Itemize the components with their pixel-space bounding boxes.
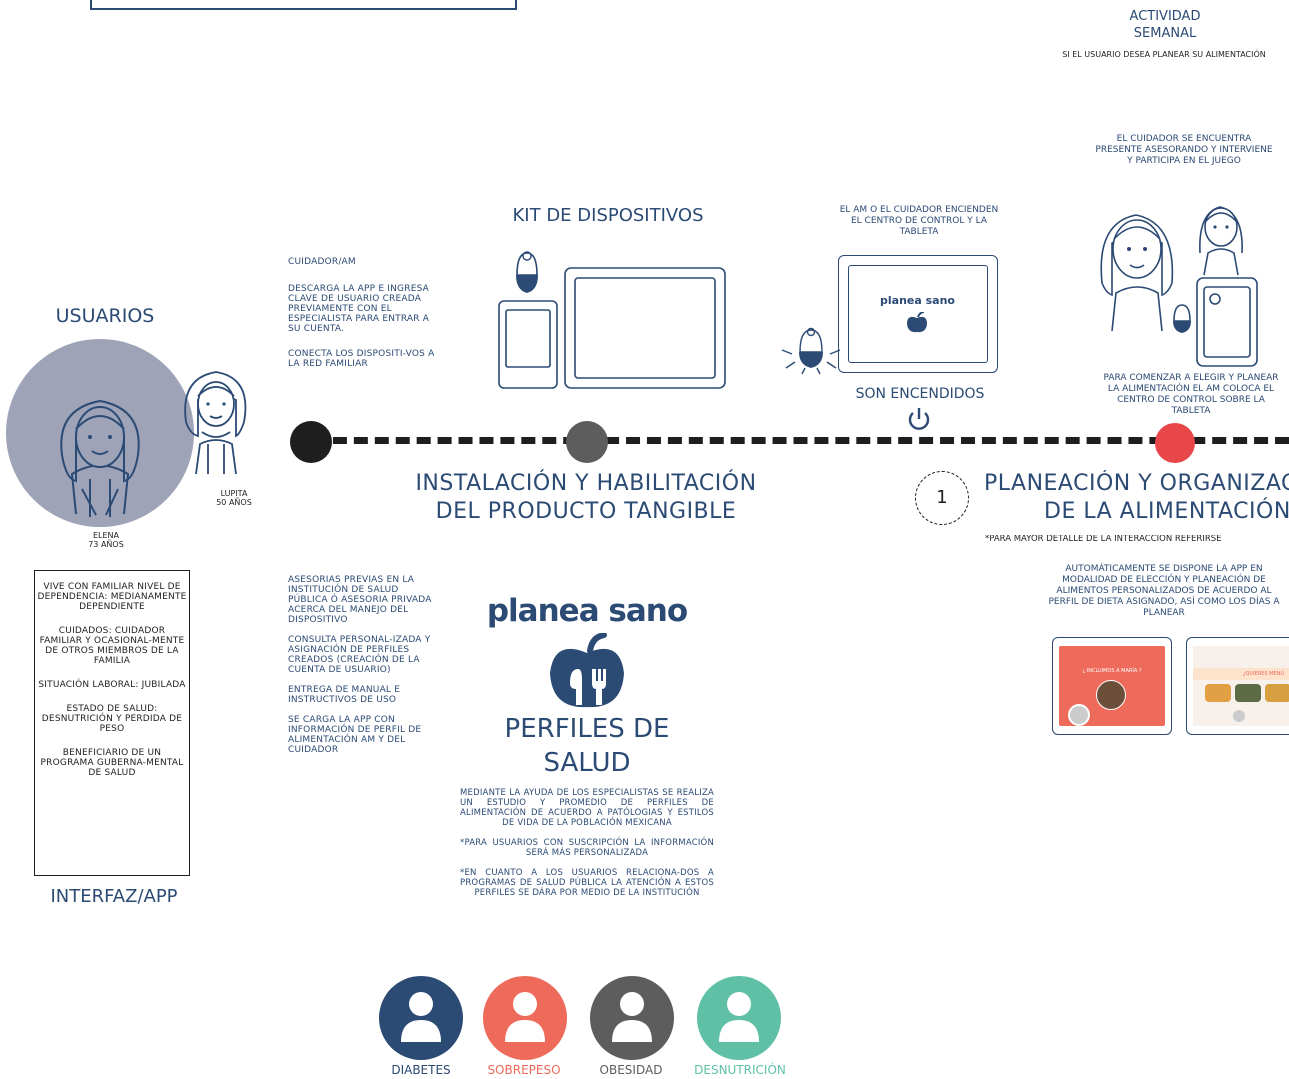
person-icon	[612, 992, 652, 1042]
perfiles-paragraph-2: *PARA USUARIOS CON SUSCRIPCIÓN LA INFORM…	[460, 838, 714, 858]
fase1-title-line1: INSTALACIÓN Y HABILITACIÓN	[415, 471, 757, 496]
fase2-title-line2: DE LA ALIMENTACIÓN	[1044, 499, 1289, 524]
profile-label-sobrepeso: SOBREPESO	[487, 1063, 561, 1077]
perfiles-title-line1: PERFILES DE	[504, 714, 670, 744]
fase2-number: 1	[936, 487, 948, 508]
encendido-caption: EL AM O EL CUIDADOR ENCIENDEN EL CENTRO …	[839, 205, 999, 237]
profile-item-laboral: SITUACIÓN LABORAL: JUBILADA	[38, 680, 186, 690]
asesorias-step-manual: ENTREGA DE MANUAL E INSTRUCTIVOS DE USO	[288, 685, 401, 705]
interfaz-label: INTERFAZ/APP	[50, 886, 178, 907]
asesorias-step-carga: SE CARGA LA APP CON INFORMACIÓN DE PERFI…	[288, 715, 422, 755]
fase2-title-line1: PLANEACIÓN Y ORGANIZACIÓN	[984, 471, 1289, 496]
profile-sobrepeso	[483, 976, 567, 1060]
app-screen-1-photo	[1096, 680, 1126, 710]
perfiles-paragraph-3: *EN CUANTO A LOS USUARIOS RELACIONA-DOS …	[460, 868, 714, 898]
control-center-icon	[781, 327, 841, 375]
app-screen-2-button[interactable]	[1233, 710, 1245, 722]
fase2-note: *PARA MAYOR DETALLE DE LA INTERACCIÓN RE…	[985, 535, 1222, 544]
timeline-dot-active	[1155, 423, 1195, 463]
control-tablet: planea sano	[838, 255, 998, 373]
tablet-brand: planea sano	[880, 294, 955, 307]
app-screen-2-food-2	[1235, 684, 1261, 702]
asesorias-steps: ASESORIAS PREVIAS EN LA INSTITUCIÓN DE S…	[288, 575, 438, 765]
profile-item-salud: ESTADO DE SALUD: DESNUTRICIÓN Y PERDIDA …	[41, 704, 183, 734]
profile-item-dependencia: VIVE CON FAMILIAR NIVEL DE DEPENDENCIA: …	[37, 582, 187, 612]
actividad-title-line2: SEMANAL	[1133, 26, 1197, 41]
fase1-title-line2: DEL PRODUCTO TANGIBLE	[435, 499, 737, 524]
timeline-dashed-line	[312, 437, 1289, 444]
fase2-number-badge: 1	[915, 471, 969, 525]
elena-label: ELENA 73 AÑOS	[70, 531, 142, 549]
elena-age: 73 AÑOS	[88, 540, 124, 549]
app-screen-1-text: ¿ INCLUIMOS A MARÍA ?	[1082, 668, 1142, 674]
user-profile-box: VIVE CON FAMILIAR NIVEL DE DEPENDENCIA: …	[34, 570, 190, 876]
app-screen-1-button[interactable]	[1068, 704, 1090, 726]
elena-figure-icon	[60, 399, 140, 517]
perfiles-title-line2: SALUD	[543, 748, 631, 778]
person-icon	[401, 992, 441, 1042]
profile-label-obesidad: OBESIDAD	[599, 1063, 663, 1077]
person-icon	[719, 992, 759, 1042]
elena-name: ELENA	[92, 531, 120, 540]
kit-devices	[495, 245, 735, 390]
son-encendidos-label: SON ENCENDIDOS	[855, 386, 985, 402]
actividad-title: ACTIVIDAD SEMANAL	[1110, 8, 1220, 42]
app-screen-2: ¿QUIERES MENÚ	[1186, 637, 1289, 735]
lupita-age: 50 AÑOS	[216, 498, 252, 507]
perfiles-apple-icon	[546, 632, 628, 711]
lupita-name: LUPITA	[220, 489, 248, 498]
kit-devices-icon	[498, 251, 726, 389]
comenzar-caption: PARA COMENZAR A ELEGIR Y PLANEAR LA ALIM…	[1103, 373, 1279, 416]
kit-title: KIT DE DISPOSITIVOS	[512, 205, 704, 226]
lupita-avatar	[178, 362, 258, 482]
perfiles-brand: planea sano	[486, 593, 688, 629]
profile-label-diabetes: DIABETES	[391, 1063, 451, 1077]
cuidador-step-role: CUIDADOR/AM	[288, 257, 356, 267]
app-screen-2-food-3	[1265, 684, 1289, 702]
elena-avatar	[6, 339, 194, 527]
asesorias-step-previas: ASESORIAS PREVIAS EN LA INSTITUCIÓN DE S…	[288, 575, 432, 625]
timeline-dot-middle	[566, 421, 608, 463]
profile-obesidad	[590, 976, 674, 1060]
cuidador-juego-icon	[1100, 206, 1258, 367]
profile-diabetes	[379, 976, 463, 1060]
profile-item-cuidados: CUIDADOS: CUIDADOR FAMILIAR Y OCASIONAL-…	[39, 626, 185, 666]
fase2-title: PLANEACIÓN Y ORGANIZACIÓN DE LA ALIMENTA…	[982, 470, 1289, 528]
cuidador-juego-figures	[1094, 193, 1264, 368]
lupita-label: LUPITA 50 AÑOS	[198, 489, 270, 507]
profile-item-programa: BENEFICIARIO DE UN PROGRAMA GUBERNA-MENT…	[40, 748, 184, 778]
perfiles-title: PERFILES DE SALUD	[460, 712, 714, 780]
app-screen-2-food-1	[1205, 684, 1231, 702]
cuidador-step-descarga: DESCARGA LA APP E INGRESA CLAVE DE USUAR…	[288, 284, 430, 334]
fase2-desc: AUTOMÁTICAMENTE SE DISPONE LA APP EN MOD…	[1048, 564, 1280, 618]
timeline-dot-start	[290, 421, 332, 463]
perfiles-paragraph-1: MEDIANTE LA AYUDA DE LOS ESPECIALISTAS S…	[460, 788, 714, 828]
usuarios-title: USUARIOS	[55, 305, 155, 327]
fase1-title: INSTALACIÓN Y HABILITACIÓN DEL PRODUCTO …	[370, 470, 802, 526]
top-partial-box	[90, 0, 517, 10]
actividad-subtitle: SI EL USUARIO DESEA PLANEAR SU ALIMENTAC…	[1062, 50, 1266, 59]
profile-label-desnutricion: DESNUTRICIÓN	[694, 1063, 786, 1077]
control-center-glow	[778, 322, 844, 382]
cuidador-juego-caption: EL CUIDADOR SE ENCUENTRA PRESENTE ASESOR…	[1095, 134, 1273, 166]
profile-desnutricion	[697, 976, 781, 1060]
perfiles-paragraphs: MEDIANTE LA AYUDA DE LOS ESPECIALISTAS S…	[460, 788, 714, 908]
tablet-apple-icon	[905, 311, 929, 334]
lupita-figure-icon	[184, 371, 247, 475]
power-icon	[906, 405, 932, 433]
app-screen-2-header: ¿QUIERES MENÚ	[1193, 668, 1289, 680]
person-icon	[505, 992, 545, 1042]
app-screen-1: ¿ INCLUIMOS A MARÍA ?	[1052, 637, 1172, 735]
actividad-title-line1: ACTIVIDAD	[1129, 9, 1201, 24]
asesorias-step-consulta: CONSULTA PERSONAL-IZADA Y ASIGNACIÓN DE …	[288, 635, 431, 675]
cuidador-steps: CUIDADOR/AM DESCARGA LA APP E INGRESA CL…	[288, 257, 438, 379]
cuidador-step-conecta: CONECTA LOS DISPOSITI-VOS A LA RED FAMIL…	[288, 349, 435, 369]
